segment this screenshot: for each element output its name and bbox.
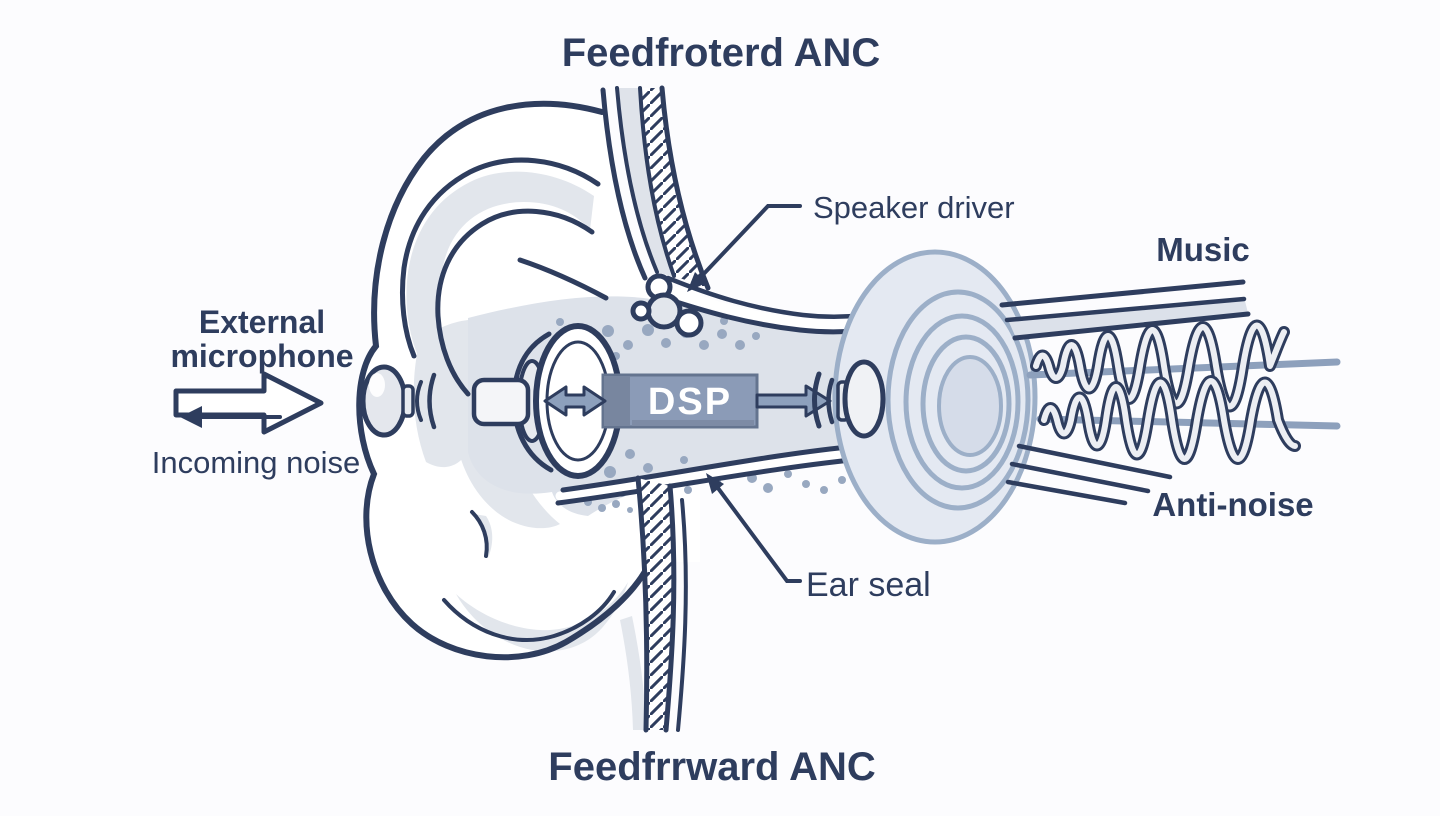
mic-arc <box>427 372 437 430</box>
signal-arrows <box>543 384 832 418</box>
incoming-noise-label: Incoming noise <box>152 445 361 480</box>
earbud-rings <box>885 289 1031 511</box>
mic-arc <box>415 380 423 422</box>
output-arrow <box>755 384 832 418</box>
ear-outline <box>356 100 653 661</box>
ear-illustration <box>356 85 948 733</box>
speaker-driver-leader <box>695 204 802 283</box>
sound-arc <box>812 371 822 429</box>
earbud <box>832 249 1251 545</box>
external-microphone-line2: microphone <box>170 338 353 374</box>
ear-seal-leader <box>710 478 802 583</box>
mic-dome <box>360 364 408 438</box>
dsp-chip: DSP <box>601 373 759 429</box>
anti-noise-emission-lines <box>1005 443 1173 506</box>
external-mic <box>360 364 437 438</box>
return-arrow-head <box>180 406 202 428</box>
dsp-box-edge <box>604 376 630 426</box>
dsp-label: DSP <box>648 381 732 423</box>
external-microphone-label: External microphone <box>170 304 353 374</box>
ear-seal-arrowhead <box>706 473 724 494</box>
speaker-driver-ports <box>630 273 704 338</box>
speaker-driver-arrowhead <box>687 272 706 292</box>
noise-arrows <box>173 371 324 435</box>
title-bottom: Feedfrrward ANC <box>548 745 875 789</box>
driver-unit <box>812 359 886 439</box>
anti-noise-wave-fill <box>1041 378 1298 462</box>
speaker-driver-label: Speaker driver <box>813 190 1015 225</box>
music-label: Music <box>1156 231 1250 268</box>
bone-band-top <box>600 85 711 291</box>
title-top: Feedfroterd ANC <box>562 31 881 75</box>
anti-noise-label: Anti-noise <box>1152 486 1313 523</box>
leader-lines <box>687 204 802 583</box>
output-waves <box>1026 319 1341 465</box>
dsp-box-shadow <box>632 420 754 426</box>
earbud-stem <box>999 279 1251 341</box>
music-wave-fill <box>1033 322 1287 410</box>
double-arrow <box>543 385 607 417</box>
fossa-highlight <box>494 206 563 268</box>
mic-highlight <box>369 373 385 397</box>
external-microphone-line1: External <box>199 304 325 340</box>
sound-arc <box>826 377 835 425</box>
bone-band-bottom <box>620 475 688 733</box>
driver-dome <box>842 359 886 439</box>
ear-seal-label: Ear seal <box>806 566 931 604</box>
mic-neck <box>401 384 415 418</box>
